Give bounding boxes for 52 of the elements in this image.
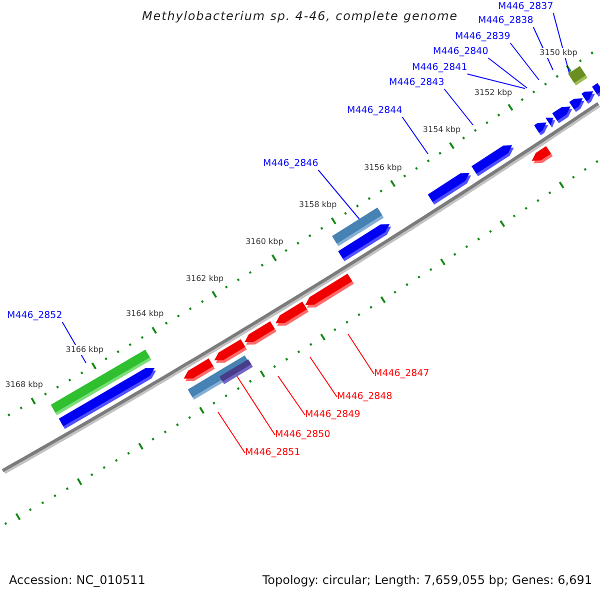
leader-line	[488, 58, 528, 88]
gene-bar	[568, 66, 588, 86]
tick-label: 3168 kbp	[4, 380, 44, 390]
gene-bar	[220, 359, 253, 384]
gene-pentagon	[338, 224, 392, 262]
gene-pentagon	[58, 368, 156, 429]
gene-pentagon	[428, 172, 472, 205]
gene-label: M446_2852	[7, 310, 62, 322]
tick-label: 3160 kbp	[244, 237, 284, 248]
leader-line	[444, 88, 474, 126]
tick-label: 3152 kbp	[473, 88, 514, 98]
leader-line	[310, 356, 338, 398]
gene-label: M446_2849	[305, 409, 360, 421]
gene-label: M446_2840	[433, 46, 488, 58]
tick-label: 3158 kbp	[298, 200, 338, 210]
gene-label: M446_2837	[498, 1, 554, 13]
gene-label: M446_2847	[374, 368, 430, 380]
gene-pentagon	[534, 122, 548, 136]
leader-line	[466, 74, 526, 89]
gene-pentagon	[244, 321, 276, 345]
gene-label: M446_2848	[337, 391, 392, 403]
tick-label: 3154 kbp	[422, 125, 462, 136]
gene-pentagon	[532, 146, 553, 164]
gene-label: M446_2838	[478, 15, 534, 27]
gene-label: M446_2844	[347, 105, 402, 117]
gene-pentagon	[582, 91, 595, 104]
genome-stats-text: Topology: circular; Length: 7,659,055 bp; Genes: 6,691	[262, 573, 592, 587]
leader-line	[218, 412, 246, 454]
tick-label: 3162 kbp	[184, 274, 225, 284]
gene-label: M446_2841	[412, 62, 468, 74]
gene-label: M446_2843	[389, 77, 444, 89]
tick-label: 3166 kbp	[64, 344, 104, 355]
title: Methylobacterium sp. 4-46, complete genome	[142, 9, 458, 24]
leader-line	[510, 42, 540, 80]
gene-pentagon	[472, 145, 514, 176]
tick-label: 3164 kbp	[124, 309, 165, 320]
accession-text: Accession: NC_010511	[9, 573, 146, 587]
gene-label: M446_2846	[263, 158, 318, 170]
gene-label: M446_2851	[245, 447, 300, 459]
leader-line	[236, 376, 276, 436]
tick-label: 3150 kbp	[538, 48, 578, 58]
leader-line	[318, 170, 360, 220]
tick-label: 3156 kbp	[363, 162, 403, 173]
gene-pentagon	[569, 98, 584, 112]
leader-line	[348, 334, 374, 374]
gene-pentagon	[276, 302, 309, 326]
gene-pentagon	[552, 106, 572, 124]
gene-pentagon	[305, 274, 354, 308]
gene-label: M446_2839	[455, 31, 510, 43]
gene-label: M446_2850	[275, 429, 330, 441]
leader-line	[402, 116, 428, 154]
leader-line	[278, 376, 306, 416]
